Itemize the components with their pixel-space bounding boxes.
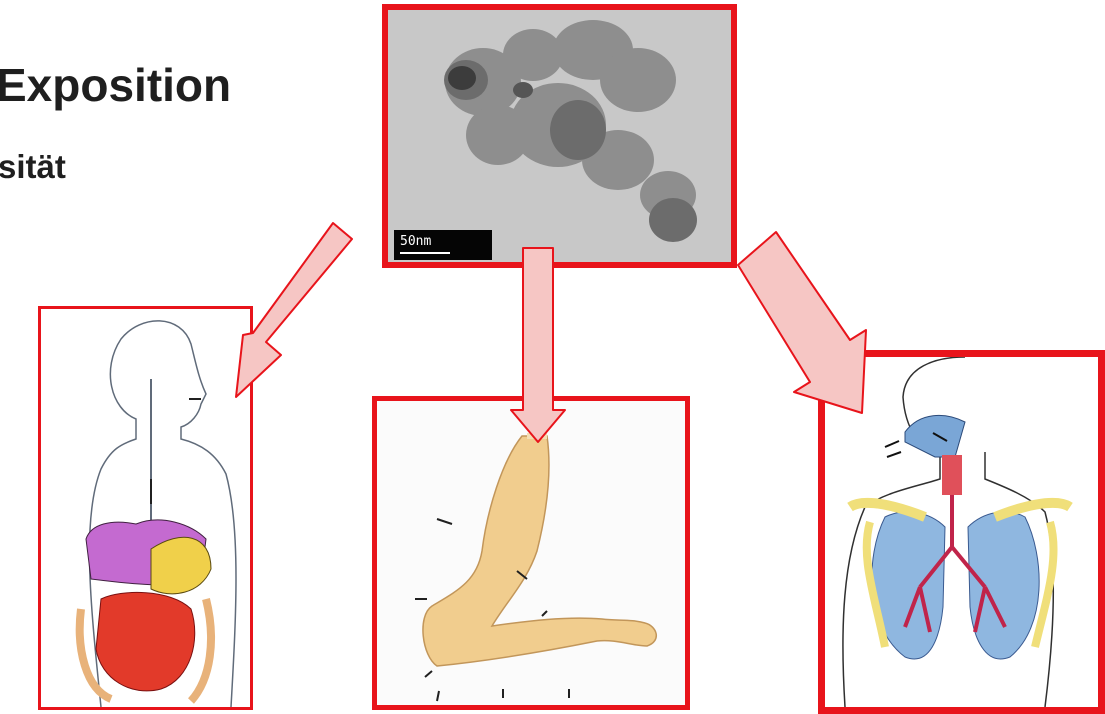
scale-bar-label: 50nm <box>400 234 431 249</box>
slide-title: Exposition <box>0 58 231 112</box>
inhalation-panel <box>818 350 1105 714</box>
ingestion-panel <box>38 306 253 710</box>
nanoparticle-micrograph: 50nm <box>382 4 737 268</box>
dermal-panel <box>372 396 690 710</box>
slide-subtitle: sität <box>0 148 66 186</box>
arrow-to-ingestion <box>236 223 352 397</box>
scale-bar-line <box>400 252 450 254</box>
digestive-system-icon <box>41 309 250 707</box>
scale-bar: 50nm <box>394 230 492 260</box>
arm-skin-icon <box>377 401 685 705</box>
nanoparticle-cluster-icon <box>388 10 731 262</box>
respiratory-system-icon <box>825 357 1098 707</box>
